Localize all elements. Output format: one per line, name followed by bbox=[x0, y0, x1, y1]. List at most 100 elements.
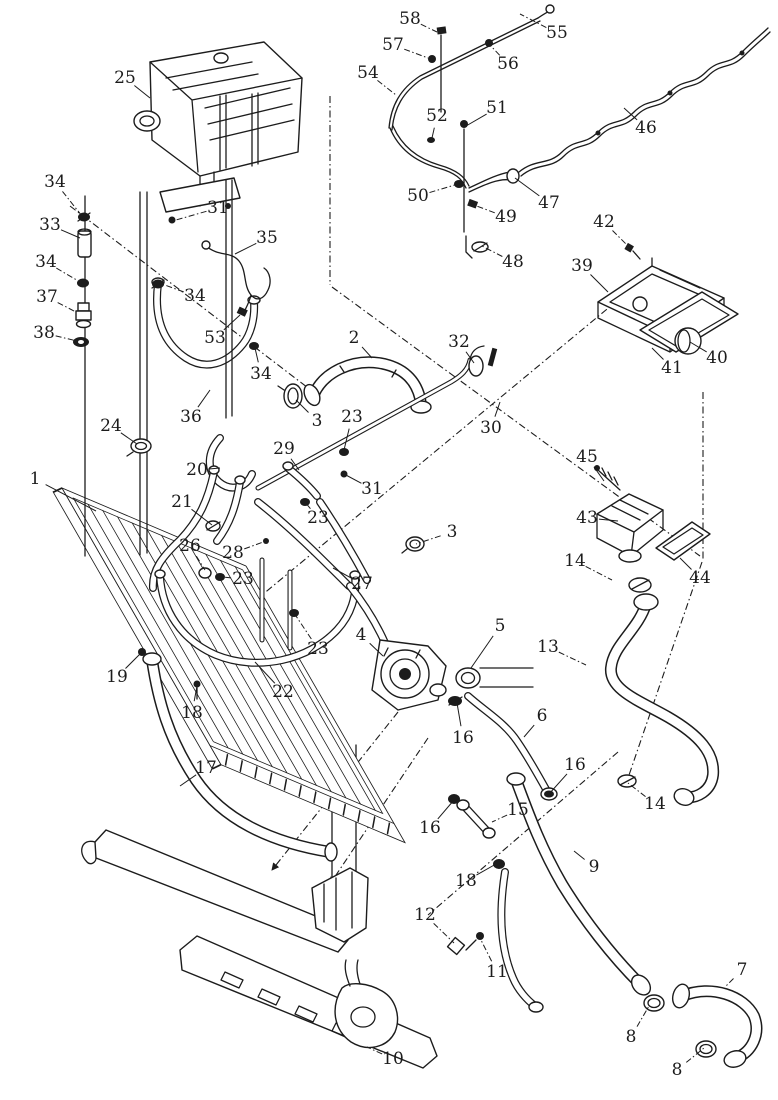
leader-line-14 bbox=[585, 566, 613, 581]
callout-3: 3 bbox=[312, 411, 323, 431]
leader-line-23 bbox=[293, 612, 312, 640]
callout-6: 6 bbox=[537, 706, 548, 726]
leader-line-34 bbox=[56, 267, 81, 283]
part-7-outlet-hose bbox=[671, 983, 763, 1068]
leader-line-8 bbox=[685, 1047, 705, 1063]
leader-line-16 bbox=[437, 799, 455, 820]
part-13-hose bbox=[605, 593, 720, 806]
leader-line-23 bbox=[221, 576, 232, 579]
callout-37: 37 bbox=[36, 287, 58, 307]
part-tank-outlet-pipes bbox=[126, 179, 233, 556]
callout-34: 34 bbox=[250, 364, 272, 384]
part-30-bypass-pipe bbox=[255, 345, 498, 491]
leader-line-57 bbox=[404, 48, 429, 59]
leader-line-50 bbox=[429, 183, 459, 194]
part-5-water-inlet-fitting bbox=[448, 667, 534, 706]
callout-44: 44 bbox=[689, 568, 711, 588]
callout-20: 20 bbox=[186, 460, 208, 480]
leader-line-8 bbox=[636, 1005, 650, 1027]
callout-39: 39 bbox=[571, 256, 593, 276]
leader-line-55 bbox=[519, 13, 547, 28]
callout-34: 34 bbox=[35, 252, 57, 272]
leader-line-20 bbox=[208, 467, 221, 470]
leader-line-53 bbox=[223, 314, 241, 331]
callout-4: 4 bbox=[356, 625, 367, 645]
callout-21: 21 bbox=[171, 492, 193, 512]
callout-34: 34 bbox=[184, 286, 206, 306]
callout-2: 2 bbox=[349, 328, 360, 348]
callout-leader-layer bbox=[45, 13, 734, 1063]
callout-50: 50 bbox=[407, 186, 429, 206]
callout-5: 5 bbox=[495, 616, 506, 636]
callout-23: 23 bbox=[307, 639, 329, 659]
leader-line-16 bbox=[456, 702, 462, 727]
part-4-water-pump bbox=[371, 639, 447, 711]
callout-24: 24 bbox=[100, 416, 122, 436]
callout-42: 42 bbox=[593, 212, 615, 232]
leader-line-18 bbox=[193, 685, 198, 702]
leader-line-34 bbox=[62, 191, 83, 217]
callout-48: 48 bbox=[502, 252, 524, 272]
part-35-hose-clip bbox=[201, 240, 271, 317]
callout-18: 18 bbox=[455, 871, 477, 891]
leader-line-18 bbox=[476, 863, 497, 876]
part-36-heater-hose bbox=[151, 277, 261, 369]
callout-8: 8 bbox=[626, 1027, 637, 1047]
callout-16: 16 bbox=[419, 818, 441, 838]
leader-line-22 bbox=[254, 661, 276, 684]
leader-line-34 bbox=[161, 283, 184, 293]
leader-line-58 bbox=[420, 23, 438, 33]
callout-16: 16 bbox=[564, 755, 586, 775]
part-1-radiator bbox=[52, 487, 406, 844]
leader-line-31 bbox=[175, 210, 207, 221]
leader-line-3 bbox=[295, 399, 309, 413]
leader-line-31 bbox=[343, 473, 362, 484]
callout-31: 31 bbox=[207, 198, 229, 218]
leader-line-2 bbox=[361, 346, 373, 359]
leader-line-34 bbox=[254, 347, 259, 363]
leader-line-16 bbox=[548, 773, 568, 795]
part-39-oil-cooler-assembly bbox=[597, 242, 739, 355]
callout-12: 12 bbox=[414, 905, 436, 925]
callout-53: 53 bbox=[204, 328, 226, 348]
callout-40: 40 bbox=[706, 348, 728, 368]
leader-line-5 bbox=[470, 635, 494, 669]
callout-38: 38 bbox=[33, 323, 55, 343]
callout-18: 18 bbox=[181, 703, 203, 723]
callout-14: 14 bbox=[644, 794, 666, 814]
callout-10: 10 bbox=[382, 1049, 404, 1069]
leader-line-49 bbox=[473, 204, 495, 214]
leader-line-6 bbox=[523, 724, 535, 738]
leader-line-42 bbox=[612, 230, 629, 247]
callout-34: 34 bbox=[44, 172, 66, 192]
callout-23: 23 bbox=[307, 508, 329, 528]
leader-line-35 bbox=[234, 242, 257, 255]
leader-line-40 bbox=[689, 341, 707, 353]
callout-31: 31 bbox=[361, 479, 383, 499]
callout-14: 14 bbox=[564, 551, 586, 571]
callout-46: 46 bbox=[635, 118, 657, 138]
callout-58: 58 bbox=[399, 9, 421, 29]
leader-line-27 bbox=[332, 567, 352, 579]
callout-54: 54 bbox=[357, 63, 379, 83]
leader-line-45 bbox=[593, 466, 605, 482]
leader-line-4 bbox=[369, 642, 384, 657]
callout-32: 32 bbox=[448, 332, 470, 352]
callout-55: 55 bbox=[546, 23, 568, 43]
callout-23: 23 bbox=[341, 407, 363, 427]
callout-23: 23 bbox=[232, 569, 254, 589]
callout-15: 15 bbox=[507, 800, 529, 820]
leader-line-38 bbox=[55, 335, 78, 342]
part-25-reservoir-tank bbox=[133, 41, 303, 224]
callout-30: 30 bbox=[480, 418, 502, 438]
callout-9: 9 bbox=[589, 857, 600, 877]
callout-56: 56 bbox=[497, 54, 519, 74]
leader-line-17 bbox=[179, 774, 197, 787]
leader-line-52 bbox=[431, 127, 435, 139]
leader-line-37 bbox=[57, 302, 77, 313]
leader-line-39 bbox=[590, 274, 609, 293]
part-43-thermostat-housing bbox=[594, 465, 711, 593]
callout-7: 7 bbox=[737, 960, 748, 980]
leader-line-54 bbox=[377, 80, 397, 96]
leader-line-29 bbox=[290, 458, 300, 471]
